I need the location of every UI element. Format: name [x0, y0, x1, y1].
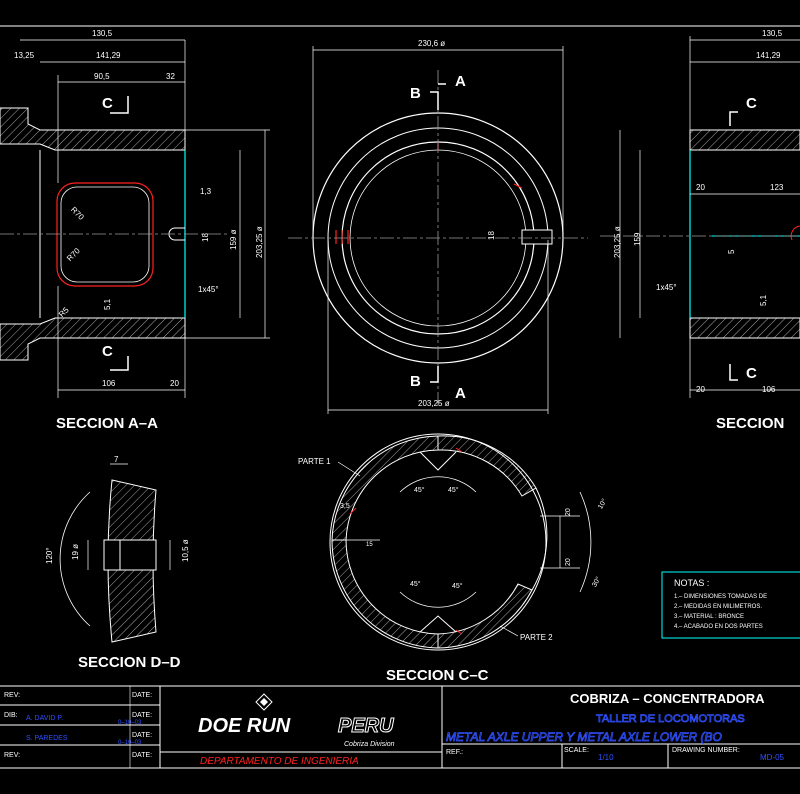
left-dim-r1: R70 — [69, 205, 86, 222]
tb-drawing-value: MD-05 — [760, 753, 785, 762]
tb-name-1: A. DAVID P. — [26, 715, 63, 722]
d-caption: SECCION D–D — [78, 654, 181, 671]
right-caption: SECCION — [716, 415, 784, 432]
c-dim-a3: 45° — [410, 580, 421, 588]
c-dim-r1: 20 — [565, 508, 572, 516]
tb-scale-label: SCALE: — [564, 747, 589, 754]
c-label-part2: PARTE 2 — [520, 633, 553, 642]
left-dim-bottom-left: 106 — [102, 379, 116, 388]
tb-part: METAL AXLE UPPER Y METAL AXLE LOWER (BO — [446, 730, 722, 744]
tb-date-1: 0–10–03 — [118, 720, 142, 726]
tb-name-2: S. PAREDES — [26, 735, 68, 742]
notes-item-3: 3.– MATERIAL : BRONCE — [674, 614, 744, 620]
c-dim-ang1: 10° — [596, 497, 608, 510]
c-dim-a2: 45° — [448, 486, 459, 494]
section-d-view: 7 120° 19 ø 10,5 ø SECCION D–D — [45, 455, 190, 671]
left-dim-d1: 5,1 — [103, 298, 112, 310]
logo-peru: PERU — [338, 715, 394, 737]
tb-scale-value: 1/10 — [598, 753, 614, 762]
left-body-top — [0, 107, 186, 151]
left-dim-chamfer: 1x45° — [198, 285, 219, 294]
tb-rev-label-2: REV: — [4, 752, 20, 759]
tb-project: COBRIZA – CONCENTRADORA — [570, 691, 765, 706]
tb-date-2: 0–10–03 — [118, 740, 142, 746]
center-mark-b-top: B — [410, 85, 421, 102]
left-dim-d2: 18 — [201, 233, 210, 242]
c-dim-small: 3,5 — [340, 503, 350, 510]
notes-item-2: 2.– MEDIDAS EN MILIMETROS. — [674, 604, 762, 610]
left-dim-h2: 159 ø — [229, 229, 238, 250]
right-dim-h4: 5,1 — [759, 294, 768, 306]
d-dim-angle: 120° — [45, 547, 54, 564]
title-block: REV: DIB: REV: DATE: DATE: DATE: DATE: A… — [0, 685, 800, 768]
right-dim-bottom-right: 106 — [762, 385, 776, 394]
center-mark-a-top: A — [455, 73, 466, 90]
c-label-part1: PARTE 1 — [298, 457, 331, 466]
left-section-view: C C 130,5 13,25 141,29 90,5 32 106 20 1,… — [0, 29, 270, 432]
tb-date-label-2: DATE: — [132, 712, 152, 719]
tb-date-label-4: DATE: — [132, 752, 152, 759]
d-dim-top: 7 — [114, 455, 119, 464]
notes-item-1: 1.– DIMENSIONES TOMADAS DE — [674, 594, 767, 600]
left-caption: SECCION A–A — [56, 415, 158, 432]
left-dim-h1: 203,25 ø — [255, 226, 264, 258]
c-dim-c: 15 — [366, 542, 373, 548]
d-dim-h1: 19 ø — [71, 544, 80, 560]
tb-date-label-1: DATE: — [132, 692, 152, 699]
left-dim-bore: 90,5 — [94, 72, 110, 81]
notes-box: NOTAS : 1.– DIMENSIONES TOMADAS DE 2.– M… — [661, 571, 800, 639]
tb-rev-label-1: REV: — [4, 692, 20, 699]
right-section-view: C C 130,5 141,29 20 123 203,25 ø 159 5 5… — [600, 29, 800, 432]
left-dim-gap: 32 — [166, 72, 175, 81]
c-caption: SECCION C–C — [386, 667, 489, 684]
notes-title: NOTAS : — [674, 578, 709, 588]
right-dim-inner: 141,29 — [756, 51, 781, 60]
left-dim-r3: R5 — [57, 305, 71, 319]
right-dim-h3: 5 — [727, 249, 736, 254]
c-dim-r2: 20 — [565, 558, 572, 566]
right-mark-c-top: C — [746, 95, 757, 112]
center-front-view: B A B A 230,6 ø 203,25 ø 18 — [288, 39, 588, 414]
right-dim-h1: 203,25 ø — [613, 226, 622, 258]
left-dim-inner: 141,29 — [96, 51, 121, 60]
notes-item-4: 4.– ACABADO EN DOS PARTES — [674, 624, 763, 630]
left-mark-c-bottom: C — [102, 343, 113, 360]
center-dim-slot: 18 — [487, 231, 496, 240]
right-dim-bottom-left: 20 — [696, 385, 705, 394]
company-logo: DOE RUN PERU Cobriza Division — [198, 693, 395, 748]
tb-department: DEPARTAMENTO DE INGENIERIA — [200, 756, 359, 767]
c-dim-a4: 45° — [452, 582, 463, 590]
right-dim-overall: 130,5 — [762, 29, 783, 38]
right-dim-chamfer: 1x45° — [656, 283, 677, 292]
d-dim-h2: 10,5 ø — [181, 539, 190, 562]
tb-ref-label: REF.: — [446, 749, 463, 756]
tb-drawing-label: DRAWING NUMBER: — [672, 747, 740, 754]
sheet-border — [0, 25, 800, 769]
center-mark-a-bottom: A — [455, 385, 466, 402]
logo-division: Cobriza Division — [344, 741, 395, 748]
left-dim-flange: 13,25 — [14, 51, 35, 60]
center-dim-top: 230,6 ø — [418, 39, 445, 48]
right-mark-c-bottom: C — [746, 365, 757, 382]
logo-doe-run: DOE RUN — [198, 715, 291, 737]
left-dim-r2: R70 — [65, 246, 82, 263]
left-dim-overall: 130,5 — [92, 29, 113, 38]
left-dim-bottom-right: 20 — [170, 379, 179, 388]
tb-workshop: TALLER DE LOCOMOTORAS — [596, 713, 745, 725]
right-dim-h2: 159 — [633, 232, 642, 246]
tb-date-label-3: DATE: — [132, 732, 152, 739]
center-dim-bottom: 203,25 ø — [418, 399, 450, 408]
left-mark-c-top: C — [102, 95, 113, 112]
section-c-view: PARTE 1 PARTE 2 45° 45° 45° 45° 20 20 10… — [298, 433, 609, 684]
right-dim-left: 20 — [696, 183, 705, 192]
right-dim-mid: 123 — [770, 183, 784, 192]
center-mark-b-bottom: B — [410, 373, 421, 390]
c-dim-a1: 45° — [414, 486, 425, 494]
c-dim-ang2: 30° — [590, 575, 602, 588]
left-dim-slot: 1,3 — [200, 187, 212, 196]
tb-dib-label: DIB: — [4, 712, 18, 719]
left-body-bottom — [0, 317, 186, 361]
left-red-cutout — [56, 182, 154, 287]
